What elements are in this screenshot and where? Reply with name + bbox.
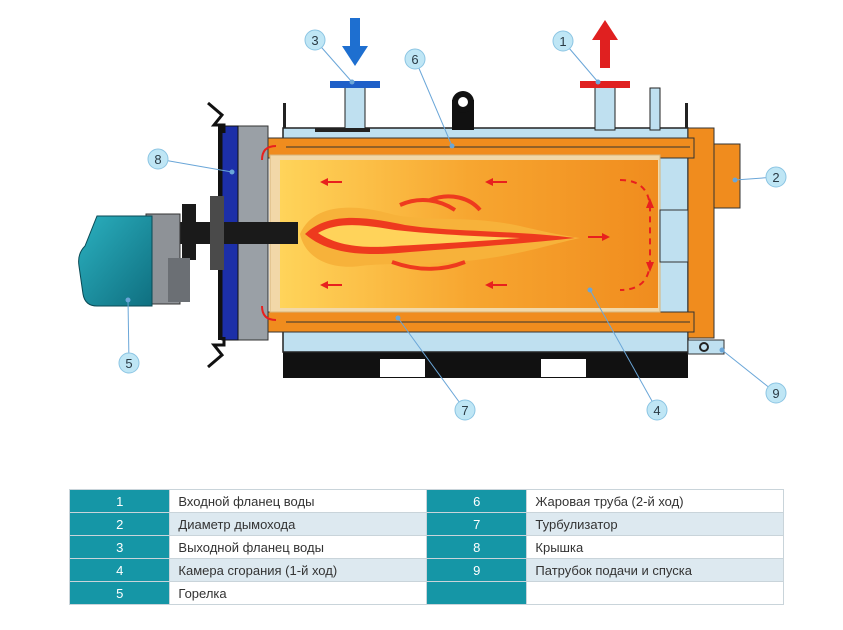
svg-text:2: 2	[772, 170, 779, 185]
legend-number: 6	[425, 489, 528, 513]
legend-description: Турбулизатор	[526, 512, 784, 536]
legend-description: Крышка	[526, 535, 784, 559]
svg-text:3: 3	[311, 33, 318, 48]
legend-description: Горелка	[169, 581, 427, 605]
legend-number: 9	[425, 558, 528, 582]
legend-number: 3	[68, 535, 171, 559]
hinge-bottom-icon	[207, 337, 226, 369]
callout-3: 3	[304, 29, 326, 51]
top-stub	[649, 87, 661, 131]
outlet-arrow-icon	[592, 20, 618, 68]
legend-description	[526, 581, 784, 605]
legend-number: 2	[68, 512, 171, 536]
legend-description: Патрубок подачи и спуска	[526, 558, 784, 582]
legend-number: 7	[425, 512, 528, 536]
svg-text:6: 6	[411, 52, 418, 67]
inlet-arrow-icon	[342, 18, 368, 66]
legend-row: 5 Горелка	[68, 581, 784, 605]
legend-number	[425, 581, 528, 605]
legend-row: 1 Входной фланец воды 6 Жаровая труба (2…	[68, 489, 784, 513]
svg-text:5: 5	[125, 356, 132, 371]
burner-nozzle	[180, 222, 298, 244]
base-slot-left	[380, 359, 425, 377]
legend-description: Выходной фланец воды	[169, 535, 427, 559]
callout-dots	[125, 79, 738, 353]
callout-8: 8	[147, 148, 169, 170]
callout-1: 1	[552, 30, 574, 52]
callout-2: 2	[765, 166, 787, 188]
return-arrow	[619, 179, 651, 291]
legend-number: 5	[68, 581, 171, 605]
flow-arrows	[320, 178, 610, 289]
callout-5: 5	[118, 352, 140, 374]
smoke-box	[687, 127, 715, 339]
base-slot-right	[541, 359, 586, 377]
legend-description: Диаметр дымохода	[169, 512, 427, 536]
hinge-top-icon	[207, 101, 226, 133]
legend-number: 8	[425, 535, 528, 559]
svg-text:9: 9	[772, 386, 779, 401]
legend-number: 4	[68, 558, 171, 582]
boiler-diagram: 1 2 3 4 5 6 7 8 9	[78, 18, 787, 421]
legend-description: Входной фланец воды	[169, 489, 427, 513]
legend-row: 2 Диаметр дымохода 7 Турбулизатор	[68, 512, 784, 536]
svg-text:8: 8	[154, 152, 161, 167]
water-inlet-pipe	[344, 85, 366, 131]
water-inlet-flange	[330, 81, 380, 88]
boiler-base	[283, 352, 688, 378]
legend-row: 3 Выходной фланец воды 8 Крышка	[68, 535, 784, 559]
legend-number: 1	[68, 489, 171, 513]
callout-4: 4	[646, 399, 668, 421]
inlet-baffle	[315, 128, 370, 132]
burner-housing	[78, 215, 153, 307]
svg-text:1: 1	[559, 34, 566, 49]
drain-pipe	[687, 339, 725, 355]
legend-row: 4 Камера сгорания (1-й ход) 9 Патрубок п…	[68, 558, 784, 582]
callout-6: 6	[404, 48, 426, 70]
callout-7: 7	[454, 399, 476, 421]
svg-text:7: 7	[461, 403, 468, 418]
water-outlet-flange	[580, 81, 630, 88]
legend-description: Камера сгорания (1-й ход)	[169, 558, 427, 582]
legend-table: 1 Входной фланец воды 6 Жаровая труба (2…	[68, 489, 784, 605]
water-outlet-pipe	[594, 85, 616, 131]
svg-text:4: 4	[653, 403, 660, 418]
flue-outlet	[713, 143, 741, 209]
callout-9: 9	[765, 382, 787, 404]
legend-description: Жаровая труба (2-й ход)	[526, 489, 784, 513]
